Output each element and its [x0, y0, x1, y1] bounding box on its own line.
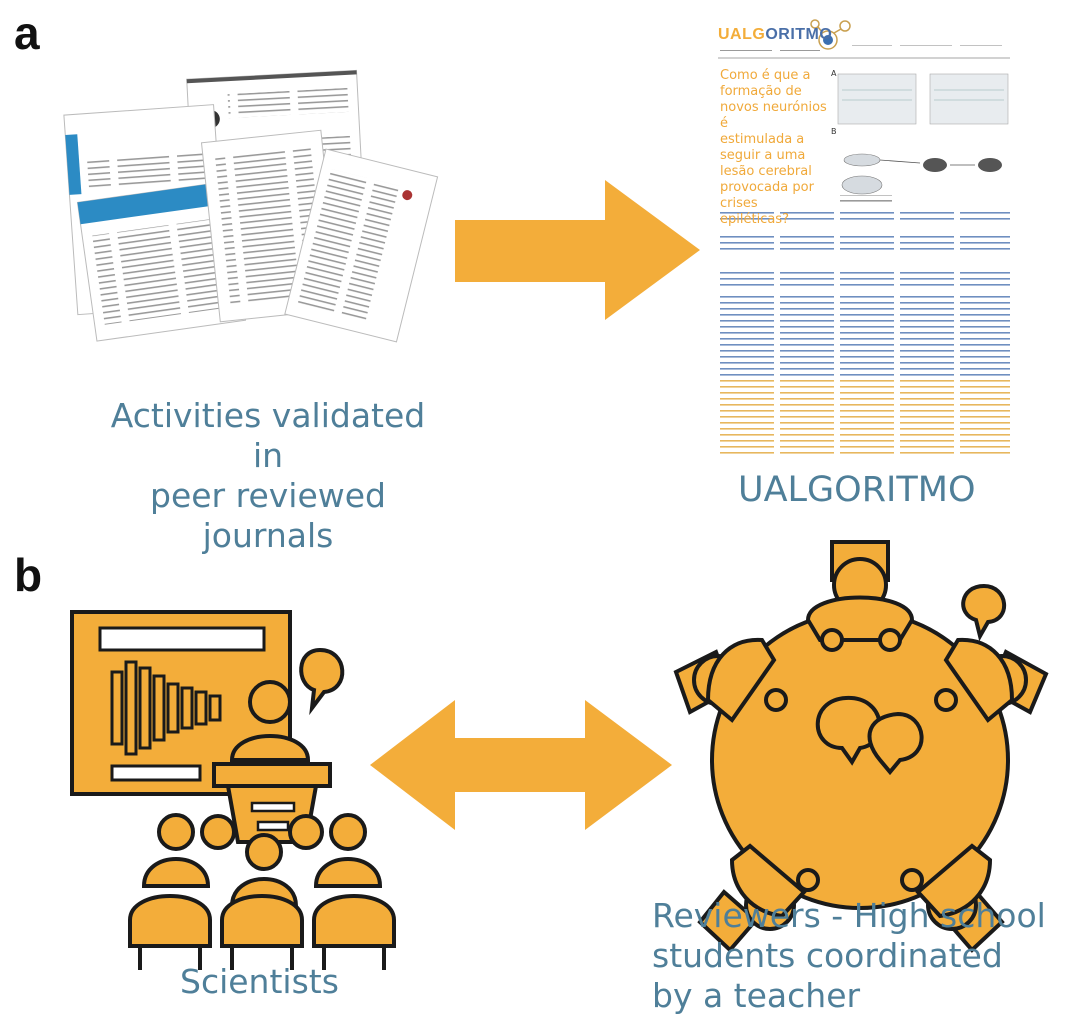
journal-question-line: formação de — [720, 84, 802, 99]
journal-question-line: lesão cerebral — [720, 164, 812, 179]
journal-logo-ualg: UALG — [718, 26, 766, 43]
panel-a-letter: a — [14, 7, 40, 59]
document-stack-icon — [63, 69, 439, 343]
caption-peer-reviewed: Activities validated in peer reviewed jo… — [98, 396, 438, 556]
journal-question-line: estimulada a — [720, 132, 805, 147]
caption-line: by a teacher — [652, 976, 861, 1015]
caption-line: peer reviewed journals — [150, 476, 386, 555]
journal-page-icon: A B — [715, 18, 1015, 468]
panel-b-letter: b — [14, 549, 43, 601]
journal-fig-label-b: B — [831, 127, 837, 136]
journal-question-line: Como é que a — [720, 68, 811, 83]
presenter-audience-icon — [70, 610, 396, 970]
caption-line: Activities validated in — [110, 396, 426, 475]
double-arrow-icon — [370, 700, 672, 830]
journal-fig-label-a: A — [831, 69, 837, 78]
journal-question-line: novos neurónios é — [720, 100, 827, 131]
journal-logo: UALGORITMO — [718, 26, 832, 44]
caption-line: students coordinated — [652, 936, 1003, 975]
caption-scientists: Scientists — [180, 962, 339, 1001]
journal-logo-oritmo: ORITMO — [765, 26, 833, 43]
journal-question: Como é que a formação de novos neurónios… — [720, 68, 830, 228]
caption-reviewers: Reviewers - High school students coordin… — [652, 896, 1062, 1016]
journal-question-line: provocada por — [720, 180, 814, 195]
right-arrow-icon — [455, 180, 700, 320]
round-table-reviewers-icon — [673, 540, 1049, 953]
journal-question-line: seguir a uma — [720, 148, 806, 163]
caption-line: Reviewers - High school — [652, 896, 1046, 935]
caption-ualgoritmo: UALGORITMO — [738, 470, 976, 510]
journal-question-line: crises epiléticas? — [720, 196, 789, 227]
